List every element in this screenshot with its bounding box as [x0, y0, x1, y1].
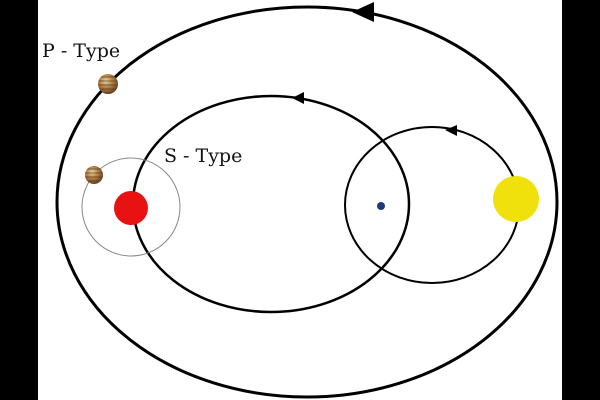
s-type-label: S - Type: [164, 145, 242, 167]
p-type-orbit: [55, 5, 559, 399]
planet-icon: [98, 74, 118, 94]
s-type-binary-orbit-large: [131, 94, 411, 314]
s-type-binary-orbit-small: [344, 126, 520, 284]
star-icon: [114, 191, 148, 225]
diagram-panel: P - Type S - Type: [38, 0, 562, 400]
planet-icon: [85, 166, 103, 184]
star-icon: [493, 176, 539, 222]
direction-arrow-icon: [352, 2, 374, 22]
barycenter-dot-icon: [377, 202, 385, 210]
orbits-diagram: P - Type S - Type: [42, 2, 559, 399]
p-type-label: P - Type: [42, 40, 120, 62]
direction-arrow-icon: [292, 92, 304, 104]
direction-arrow-icon: [445, 125, 457, 136]
planet-orbit-around-red-star: [81, 157, 181, 257]
